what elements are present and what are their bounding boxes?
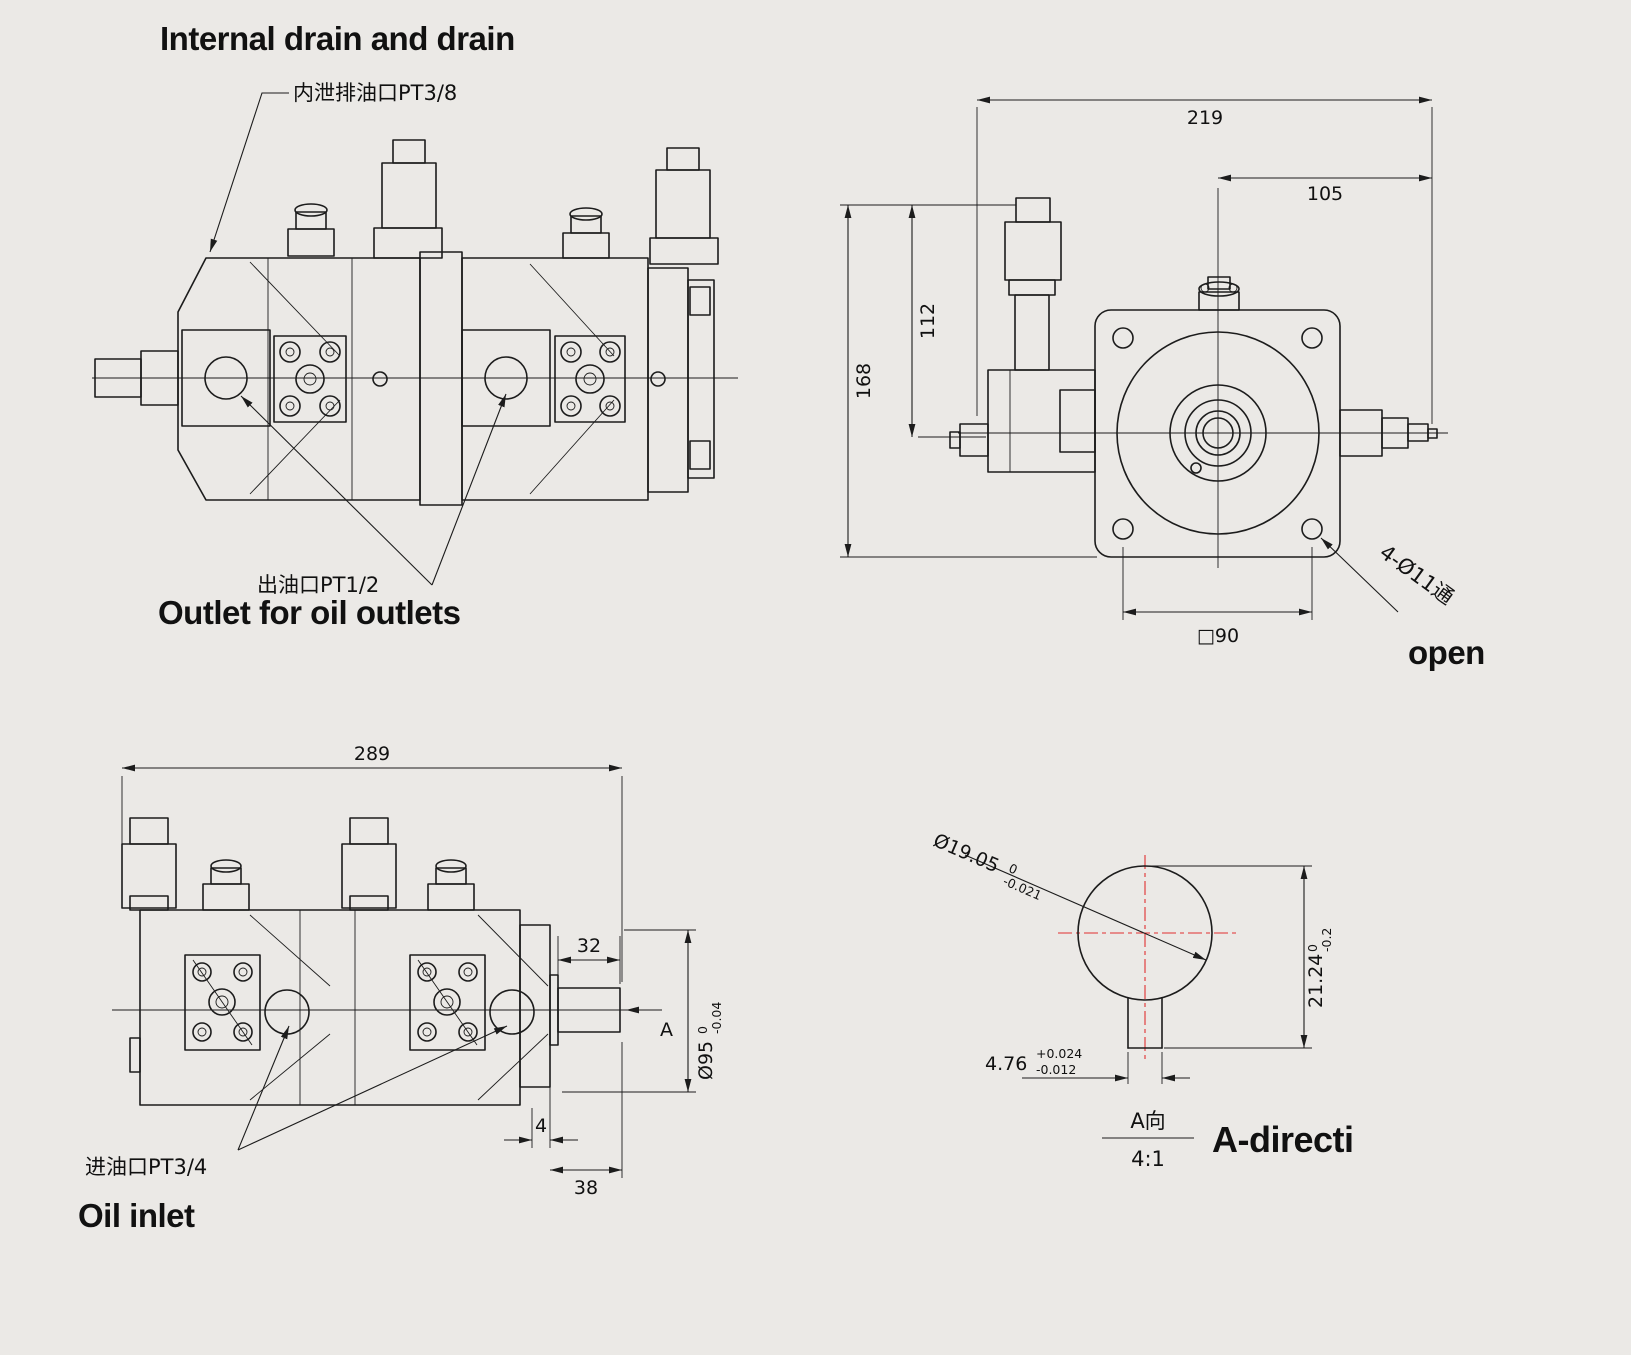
view-top-side: Internal drain and drain 内泄排油口PT3/8 出油口P… [92, 20, 738, 631]
cartridge-left [181, 329, 388, 427]
view-scale: 4:1 [1131, 1147, 1165, 1171]
dim-476-tol-lower: -0.012 [1036, 1062, 1076, 1077]
relief-valve-1 [373, 139, 443, 259]
dim-105: 105 [1307, 183, 1343, 205]
dim-dia95-tol-upper: 0 [695, 1026, 710, 1034]
dim-dia95-tol-lower: -0.04 [709, 1002, 724, 1034]
title-internal-drain: Internal drain and drain [160, 20, 515, 57]
view-a-name: A向 [1130, 1109, 1165, 1133]
pump-housing-left [177, 257, 421, 501]
plug-screw-2 [562, 207, 610, 259]
bolt-hole [1112, 327, 1134, 349]
pump-housing [139, 909, 521, 1106]
plug-screw-1 [287, 203, 335, 257]
view-bottom-side: 289 [78, 743, 724, 1234]
inlet-port-label: 进油口PT3/4 [85, 1155, 207, 1179]
relief-valve-2 [341, 817, 397, 911]
title-a-direction: A-directi [1212, 1119, 1354, 1160]
title-oil-inlet: Oil inlet [78, 1197, 195, 1234]
relief-valve-2 [649, 147, 719, 265]
dim-219: 219 [1187, 107, 1223, 129]
cartridge-right [409, 954, 535, 1051]
keyway [1127, 997, 1163, 1049]
dim-square-90: □90 [1197, 625, 1239, 647]
dim-2124-tol-upper: 0 [1305, 944, 1320, 952]
output-shaft-front [1339, 409, 1438, 457]
pilot-circle [1116, 331, 1320, 535]
holes-leader-line [1320, 537, 1399, 613]
relief-valve-1 [121, 817, 177, 911]
shaft-circle [1195, 410, 1241, 456]
dim-112: 112 [917, 303, 939, 339]
view-front: 219 105 112 168 □90 4-Ø11通 open [840, 96, 1485, 671]
dim-38: 38 [574, 1177, 598, 1199]
outlet-leader-line-1 [240, 395, 433, 586]
view-a-label: A [660, 1019, 673, 1041]
outlet-port-label: 出油口PT1/2 [257, 573, 379, 597]
inlet-leader-line-2 [237, 1025, 508, 1151]
dim-dia19: Ø19.05 [930, 829, 1002, 877]
dim-2124-tol-lower: -0.2 [1319, 928, 1334, 952]
view-detail-a: Ø19.05 0 -0.021 21.24 0 -0.2 4.76 +0.024… [930, 829, 1354, 1171]
mount-flange [1094, 309, 1341, 558]
shaft-section-circle [1077, 865, 1213, 1001]
holes-label: 4-Ø11通 [1375, 540, 1458, 609]
output-shaft [557, 987, 621, 1033]
dim-476-tol-upper: +0.024 [1036, 1046, 1082, 1061]
drain-leader-line [209, 92, 289, 253]
dim-4: 4 [535, 1115, 547, 1137]
dim-dia19-tol-lower: -0.021 [1001, 873, 1044, 903]
bolt-hole [1301, 327, 1323, 349]
end-block [647, 267, 689, 493]
bolt-hole [1112, 518, 1134, 540]
dim-289: 289 [354, 743, 390, 765]
cartridge-right [461, 329, 666, 427]
title-outlet: Outlet for oil outlets [158, 594, 460, 631]
side-body [949, 369, 1096, 473]
cartridge-left [184, 954, 310, 1051]
plug-screw-1 [202, 859, 250, 911]
top-fitting [1198, 276, 1240, 311]
end-cap [687, 279, 715, 479]
plug-screw-2 [427, 859, 475, 911]
dim-32: 32 [577, 935, 601, 957]
center-block [419, 251, 463, 506]
title-open: open [1408, 634, 1485, 671]
dim-2124: 21.24 [1305, 954, 1327, 1008]
outlet-leader-line-2 [431, 393, 507, 586]
dim-476: 4.76 [985, 1053, 1027, 1075]
bolt-hole [1301, 518, 1323, 540]
dim-dia19-line [964, 854, 1207, 961]
inlet-leader-line-1 [237, 1025, 290, 1151]
dim-dia95: Ø95 [695, 1041, 717, 1080]
relief-valve-front [1004, 197, 1062, 371]
dim-168: 168 [853, 363, 875, 399]
drain-port-label: 内泄排油口PT3/8 [293, 81, 457, 105]
